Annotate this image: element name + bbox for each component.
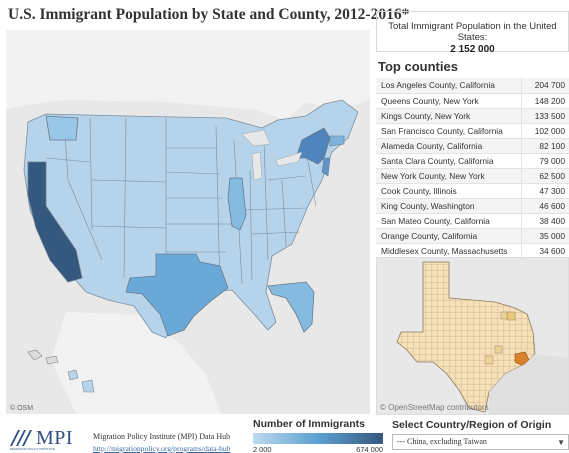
great-lakes [241, 129, 303, 181]
county-travis[interactable] [494, 345, 503, 354]
county-name: Middlesex County, Massachusetts [376, 243, 522, 259]
state-new-jersey[interactable] [321, 157, 331, 177]
alaska-island [45, 355, 59, 365]
total-value: 2 152 000 [450, 44, 495, 55]
state-washington[interactable] [45, 115, 79, 141]
mpi-logo-subtitle: MIGRATION POLICY INSTITUTE [10, 447, 55, 451]
county-name: Cook County, Illinois [376, 183, 522, 199]
county-value: 47 300 [521, 183, 569, 199]
county-name: New York County, New York [376, 168, 522, 184]
origin-select-value: --- China, excluding Taiwan [397, 437, 487, 446]
county-value: 46 600 [521, 198, 569, 214]
gulf-water [489, 354, 568, 414]
county-name: Alameda County, California [376, 138, 522, 154]
state-illinois[interactable] [227, 177, 247, 231]
hawaii-island [67, 369, 79, 381]
legend-color-scale [253, 433, 383, 444]
top-counties-title: Top counties [378, 59, 458, 74]
osm-attribution-small[interactable]: © OSM [10, 405, 34, 412]
county-name: Santa Clara County, California [376, 153, 522, 169]
county-value: 204 700 [521, 78, 569, 94]
county-name: Kings County, New York [376, 108, 522, 124]
data-hub-link[interactable]: http://migrationpolicy.org/programs/data… [93, 444, 231, 453]
state-florida[interactable] [267, 281, 315, 333]
county-value: 102 000 [521, 123, 569, 139]
county-name: Orange County, California [376, 228, 522, 244]
county-value: 35 000 [521, 228, 569, 244]
legend-max: 674 000 [356, 445, 383, 453]
canada-land [6, 30, 370, 120]
state-borders [45, 117, 317, 291]
county-name: San Mateo County, California [376, 213, 522, 229]
alaska-island [27, 349, 43, 361]
county-name: Los Angeles County, California [376, 78, 522, 94]
osm-attribution[interactable]: © OpenStreetMap contributors [380, 403, 489, 412]
county-value: 79 000 [521, 153, 569, 169]
mpi-logo-mark-icon [10, 430, 32, 446]
legend-title: Number of Immigrants [253, 418, 366, 430]
county-value: 133 500 [521, 108, 569, 124]
us-state-map[interactable]: © OSM [6, 30, 370, 414]
legend-min: 2 000 [253, 445, 272, 453]
us-lower48[interactable] [23, 99, 359, 339]
total-label: Total Immigrant Population in the United… [388, 21, 557, 43]
mexico-land [51, 312, 221, 414]
state-california[interactable] [27, 161, 83, 283]
hawaii-island [81, 379, 95, 393]
county-tarrant[interactable] [500, 311, 508, 320]
county-dallas[interactable] [506, 311, 516, 321]
texas-county-grid [397, 262, 535, 412]
county-name: San Francisco County, California [376, 123, 522, 139]
county-value: 82 100 [521, 138, 569, 154]
origin-select[interactable]: --- China, excluding Taiwan ▼ [392, 434, 569, 450]
origin-select-label: Select Country/Region of Origin [392, 419, 552, 431]
county-value: 148 200 [521, 93, 569, 109]
county-bexar[interactable] [484, 355, 494, 365]
mpi-logo-text: MPI [36, 427, 74, 449]
state-texas[interactable] [125, 253, 229, 337]
total-population-box: Total Immigrant Population in the United… [376, 11, 569, 55]
texas-county-map[interactable]: © OpenStreetMap contributors [376, 257, 569, 415]
texas-map-svg[interactable] [377, 258, 569, 415]
county-name: Queens County, New York [376, 93, 522, 109]
county-name: King County, Washington [376, 198, 522, 214]
state-massachusetts[interactable] [329, 135, 345, 147]
county-value: 62 500 [521, 168, 569, 184]
county-value: 38 400 [521, 213, 569, 229]
mpi-logo[interactable]: MPI MIGRATION POLICY INSTITUTE [10, 427, 85, 451]
us-map-svg[interactable] [6, 30, 370, 414]
chevron-down-icon[interactable]: ▼ [557, 438, 565, 447]
county-value: 34 600 [521, 243, 569, 259]
data-hub-name: Migration Policy Institute (MPI) Data Hu… [93, 432, 231, 441]
page-title: U.S. Immigrant Population by State and C… [8, 6, 410, 23]
